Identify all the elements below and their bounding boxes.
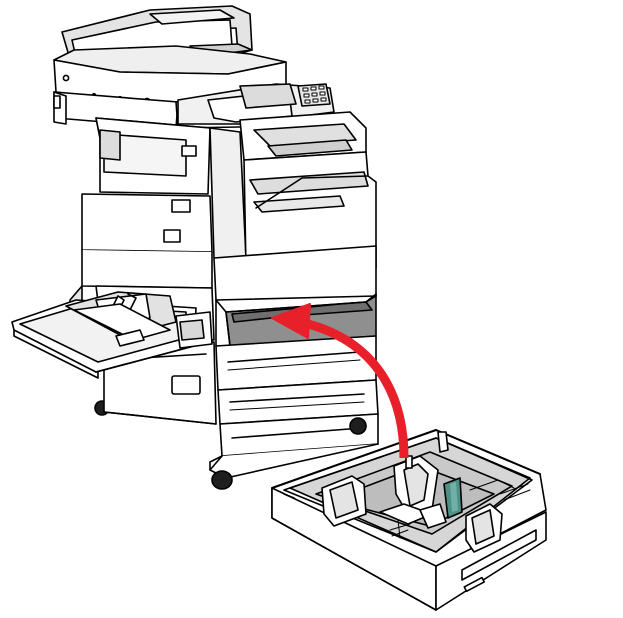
multifunction-printer-icon bbox=[11, 5, 379, 490]
printer-left-column bbox=[69, 117, 217, 319]
keypad-icon bbox=[302, 85, 327, 104]
scanner-body bbox=[53, 83, 335, 129]
paper-tray-icon bbox=[271, 429, 547, 611]
multipurpose-feeder bbox=[11, 291, 213, 379]
insert-direction-arrow-icon bbox=[271, 303, 409, 459]
printer-main-body bbox=[94, 111, 379, 490]
